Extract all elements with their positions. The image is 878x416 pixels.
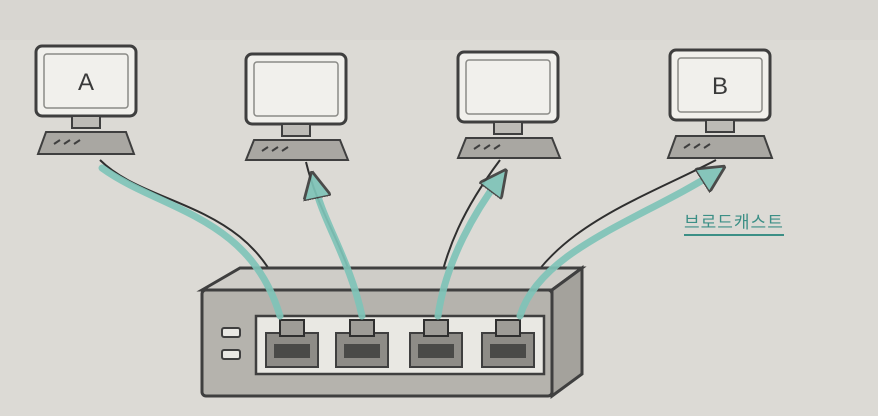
broadcast-path-a [98, 164, 284, 320]
broadcast-arrow-2 [314, 182, 366, 320]
plug [349, 319, 375, 337]
plug [279, 319, 305, 337]
keyboard [36, 131, 136, 155]
computer-3 [456, 50, 562, 159]
broadcast-label: 브로드캐스트 [684, 208, 784, 236]
status-led [221, 349, 241, 360]
broadcast-arrows [98, 164, 716, 320]
monitor-screen [456, 50, 560, 124]
port-1 [265, 319, 319, 368]
keyboard [666, 135, 774, 159]
keyboard [244, 139, 350, 161]
status-led [221, 327, 241, 338]
computer-a: A [34, 44, 138, 155]
plug [423, 319, 449, 337]
port-3 [409, 319, 463, 368]
computer-2 [244, 52, 350, 161]
computer-a-label: A [78, 69, 94, 96]
broadcast-arrow-b [516, 172, 716, 320]
network-switch [196, 265, 587, 399]
computer-b-label: B [712, 73, 728, 100]
port-4 [481, 319, 535, 368]
keyboard [456, 137, 562, 159]
port-2 [335, 319, 389, 368]
monitor-screen [244, 52, 348, 126]
computer-b: B [666, 48, 774, 159]
plug [495, 319, 521, 337]
broadcast-arrow-3 [434, 178, 500, 320]
